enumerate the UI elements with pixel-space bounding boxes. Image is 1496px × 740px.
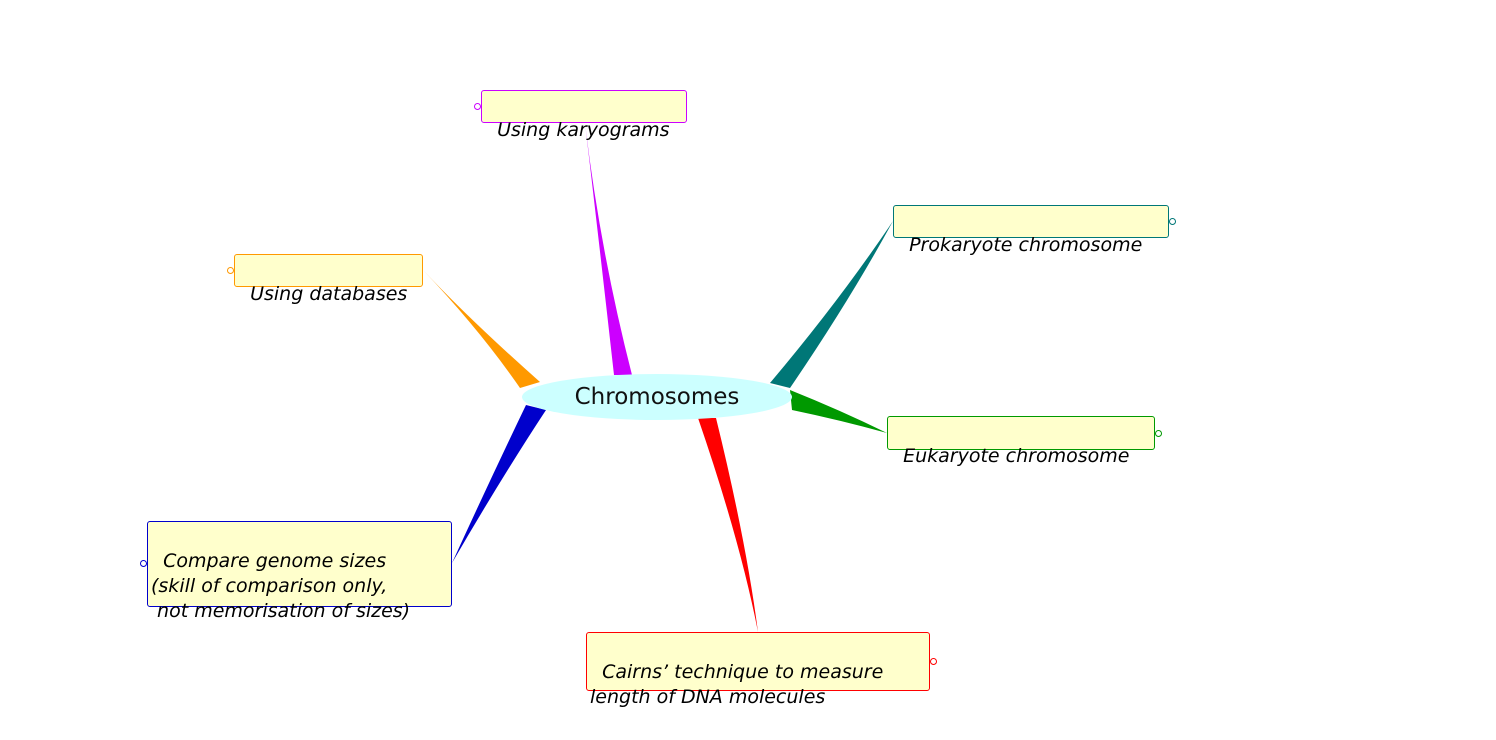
fold-toggle-karyograms[interactable]	[474, 103, 481, 110]
branch-karyograms	[585, 123, 632, 375]
root-node[interactable]: Chromosomes	[522, 374, 792, 420]
node-genome[interactable]: Compare genome sizes (skill of compariso…	[147, 521, 452, 622]
branch-eukaryote	[790, 390, 887, 433]
branch-prokaryote	[770, 221, 893, 388]
node-karyograms[interactable]: Using karyograms	[481, 90, 687, 141]
node-label: Cairns’ technique to measure length of D…	[590, 661, 884, 708]
root-label: Chromosomes	[574, 384, 740, 410]
node-databases[interactable]: Using databases	[234, 254, 423, 305]
node-eukaryote[interactable]: Eukaryote chromosome	[887, 416, 1155, 467]
node-prokaryote[interactable]: Prokaryote chromosome	[893, 205, 1169, 256]
node-label: Eukaryote chromosome	[903, 445, 1130, 467]
fold-toggle-genome[interactable]	[140, 560, 147, 567]
branch-databases	[423, 270, 540, 388]
node-label: Using databases	[250, 283, 408, 305]
fold-toggle-eukaryote[interactable]	[1155, 430, 1162, 437]
branch-genome	[452, 405, 546, 563]
node-label: Compare genome sizes (skill of compariso…	[151, 550, 411, 622]
fold-toggle-cairns[interactable]	[930, 658, 937, 665]
node-cairns[interactable]: Cairns’ technique to measure length of D…	[586, 632, 930, 708]
fold-toggle-databases[interactable]	[227, 267, 234, 274]
branch-cairns	[698, 418, 758, 632]
fold-toggle-prokaryote[interactable]	[1169, 218, 1176, 225]
node-label: Using karyograms	[497, 119, 670, 141]
node-label: Prokaryote chromosome	[909, 234, 1143, 256]
